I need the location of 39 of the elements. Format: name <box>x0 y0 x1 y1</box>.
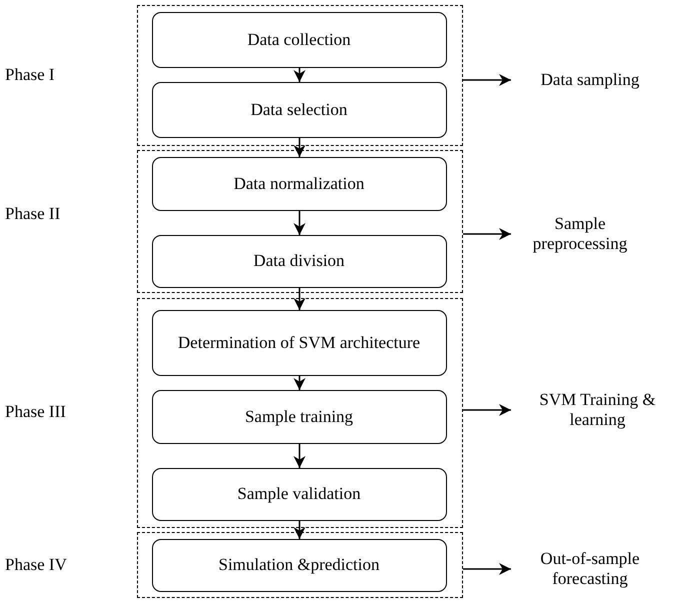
arrow <box>294 138 306 157</box>
step-text: Data division <box>252 252 346 270</box>
phase-box <box>137 532 463 598</box>
arrow <box>294 211 306 235</box>
arrow <box>294 444 306 468</box>
process-box <box>152 156 446 210</box>
phase-label: Phase I <box>5 65 55 85</box>
arrow <box>463 228 511 240</box>
step-text: Data normalization <box>232 174 366 192</box>
process-box <box>152 468 446 520</box>
phase-box <box>137 298 463 528</box>
arrow <box>294 376 306 390</box>
process-box <box>152 310 446 376</box>
arrow <box>294 521 306 539</box>
arrow <box>463 74 511 86</box>
step-text: Simulation &prediction <box>217 556 380 574</box>
phase-label: Phase III <box>5 402 66 422</box>
arrow <box>294 288 306 310</box>
step-text: Sample training <box>244 408 354 426</box>
phase-box <box>137 5 463 146</box>
process-box <box>152 82 446 138</box>
step-text: Data collection <box>246 30 352 48</box>
phase-label: Phase II <box>5 204 60 224</box>
step-text: Sample validation <box>236 485 362 503</box>
stage-label: SVM Training & learning <box>515 388 680 432</box>
process-box <box>152 12 446 68</box>
arrow <box>463 563 511 575</box>
stage-label: Data sampling <box>515 66 665 94</box>
step-text: Determination of SVM architecture <box>176 334 422 352</box>
process-box <box>152 390 446 444</box>
phase-label: Phase IV <box>5 555 67 575</box>
process-box <box>152 234 446 288</box>
stage-label: Sample preprocessing <box>515 212 645 256</box>
arrow <box>294 68 306 82</box>
phase-box <box>137 150 463 293</box>
step-text: Data selection <box>250 100 348 118</box>
stage-label: Out-of-sample forecasting <box>515 547 665 591</box>
process-box <box>152 538 446 592</box>
arrow <box>463 404 511 416</box>
